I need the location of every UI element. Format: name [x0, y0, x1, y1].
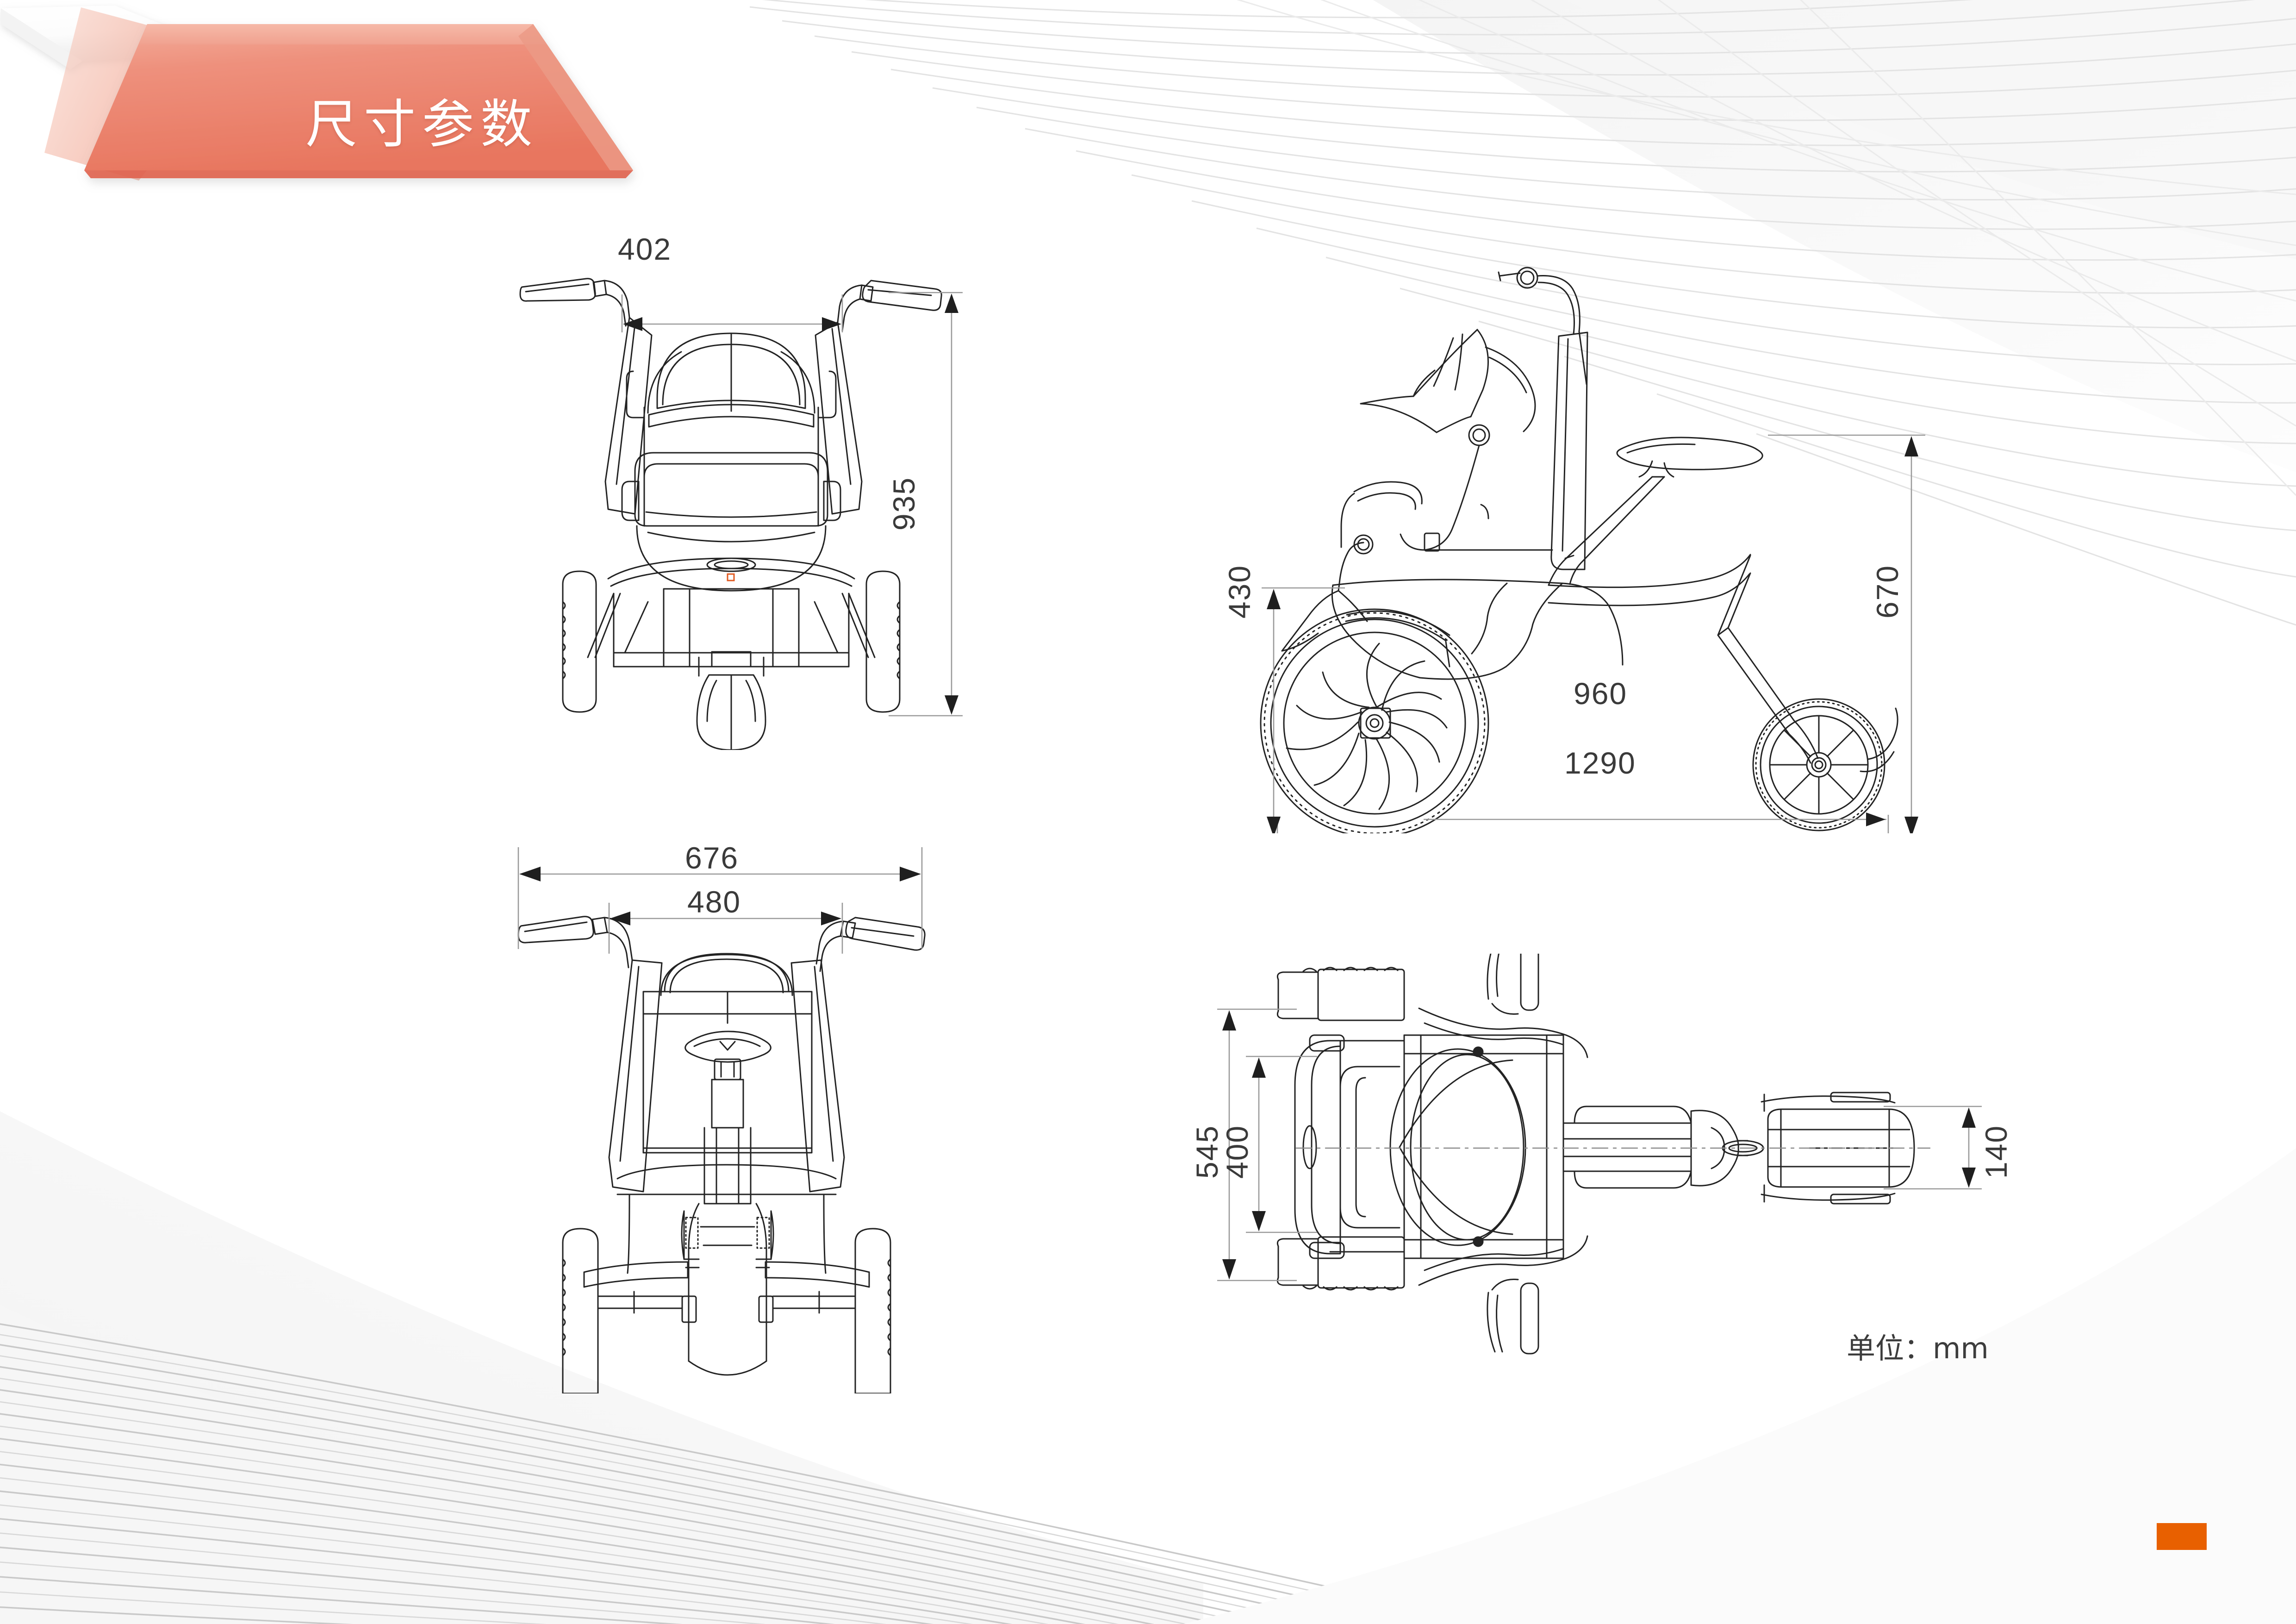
- push-handle: [1498, 267, 1587, 385]
- canopy-hood: [647, 332, 815, 428]
- saddle: [1616, 437, 1763, 478]
- dim-960: 960: [1574, 676, 1628, 711]
- dim-400: 400: [1220, 1124, 1255, 1179]
- frame-down-tube: [1548, 476, 1665, 586]
- plan-seat-pad: [1339, 1066, 1400, 1229]
- dimension-lines-side-view: [1262, 434, 1925, 833]
- backrest-post: [1550, 331, 1588, 570]
- front-chassis: [583, 1164, 870, 1288]
- rear-drive-wheel: [1260, 608, 1489, 833]
- dimension-arrowheads-side: [1267, 436, 1918, 833]
- stripe-fan-bottom-right: [1232, 1425, 2296, 1624]
- dim-140: 140: [1979, 1124, 2014, 1179]
- plan-handle-arms: [1418, 1007, 1588, 1286]
- dimension-arrowheads-front: [519, 867, 921, 925]
- front-handle-stems: [604, 917, 844, 972]
- dim-670: 670: [1870, 564, 1905, 619]
- plan-chassis: [1403, 1034, 1564, 1259]
- dim-676: 676: [685, 841, 739, 875]
- child-seat: [1338, 444, 1553, 592]
- front-frame-rails: [608, 959, 845, 1193]
- view-rear-elevation: [472, 250, 990, 750]
- plan-rear-wheels: [1276, 967, 1405, 1291]
- rear-wheels: [562, 570, 901, 713]
- front-view-rear-wheels: [562, 1228, 891, 1393]
- plan-front-fork: [1761, 1092, 1896, 1205]
- dimension-lines-rear-view: [621, 292, 963, 717]
- front-wheel: [1752, 698, 1885, 831]
- title-banner: 尺寸参数: [0, 0, 694, 194]
- folded-body-box: [642, 991, 813, 1154]
- dim-430: 430: [1222, 564, 1257, 619]
- plan-push-handles: [1487, 954, 1539, 1355]
- banner-body: [84, 24, 633, 178]
- plan-bumper-rails: [1294, 1034, 1405, 1259]
- accent-marker: [2157, 1523, 2207, 1550]
- center-marker-icon: [727, 573, 735, 581]
- handle-stems: [604, 280, 863, 331]
- chassis: [607, 557, 855, 668]
- dimension-lines-top-plan: [1217, 1008, 1982, 1281]
- view-front-elevation: [477, 829, 977, 1393]
- view-side-elevation: [1222, 231, 2009, 833]
- swoosh-fill-top-inner: [1566, 0, 2296, 259]
- canopy-fan: [1360, 329, 1536, 446]
- deck-body: [1331, 579, 1624, 680]
- unit-note: 单位：mm: [1847, 1331, 1989, 1365]
- banner-title: 尺寸参数: [305, 94, 539, 155]
- dimension-arrowheads-rear: [623, 294, 958, 715]
- banner-shape: [1, 6, 633, 181]
- front-view-links: [597, 1291, 856, 1314]
- front-saddle: [684, 1031, 772, 1081]
- dimension-lines-front-view: [517, 847, 923, 954]
- frame-uprights: [604, 317, 863, 515]
- bumper-bar: [621, 452, 841, 527]
- front-fork: [1788, 707, 1898, 773]
- plan-canopy: [1389, 1046, 1526, 1247]
- rear-fender: [1345, 610, 1450, 668]
- front-canopy-arc: [660, 953, 793, 996]
- dim-480: 480: [687, 885, 741, 919]
- view-top-plan: [1171, 954, 2022, 1389]
- plan-center-frame: [1562, 1106, 1692, 1189]
- front-center-wheel: [681, 1203, 774, 1376]
- frame-lower-arm: [1548, 554, 1795, 735]
- struts: [587, 593, 876, 658]
- dim-1290: 1290: [1564, 746, 1636, 780]
- dim-935: 935: [887, 476, 921, 531]
- dim-402: 402: [618, 232, 672, 266]
- dimension-arrowheads-plan: [1222, 1010, 1976, 1280]
